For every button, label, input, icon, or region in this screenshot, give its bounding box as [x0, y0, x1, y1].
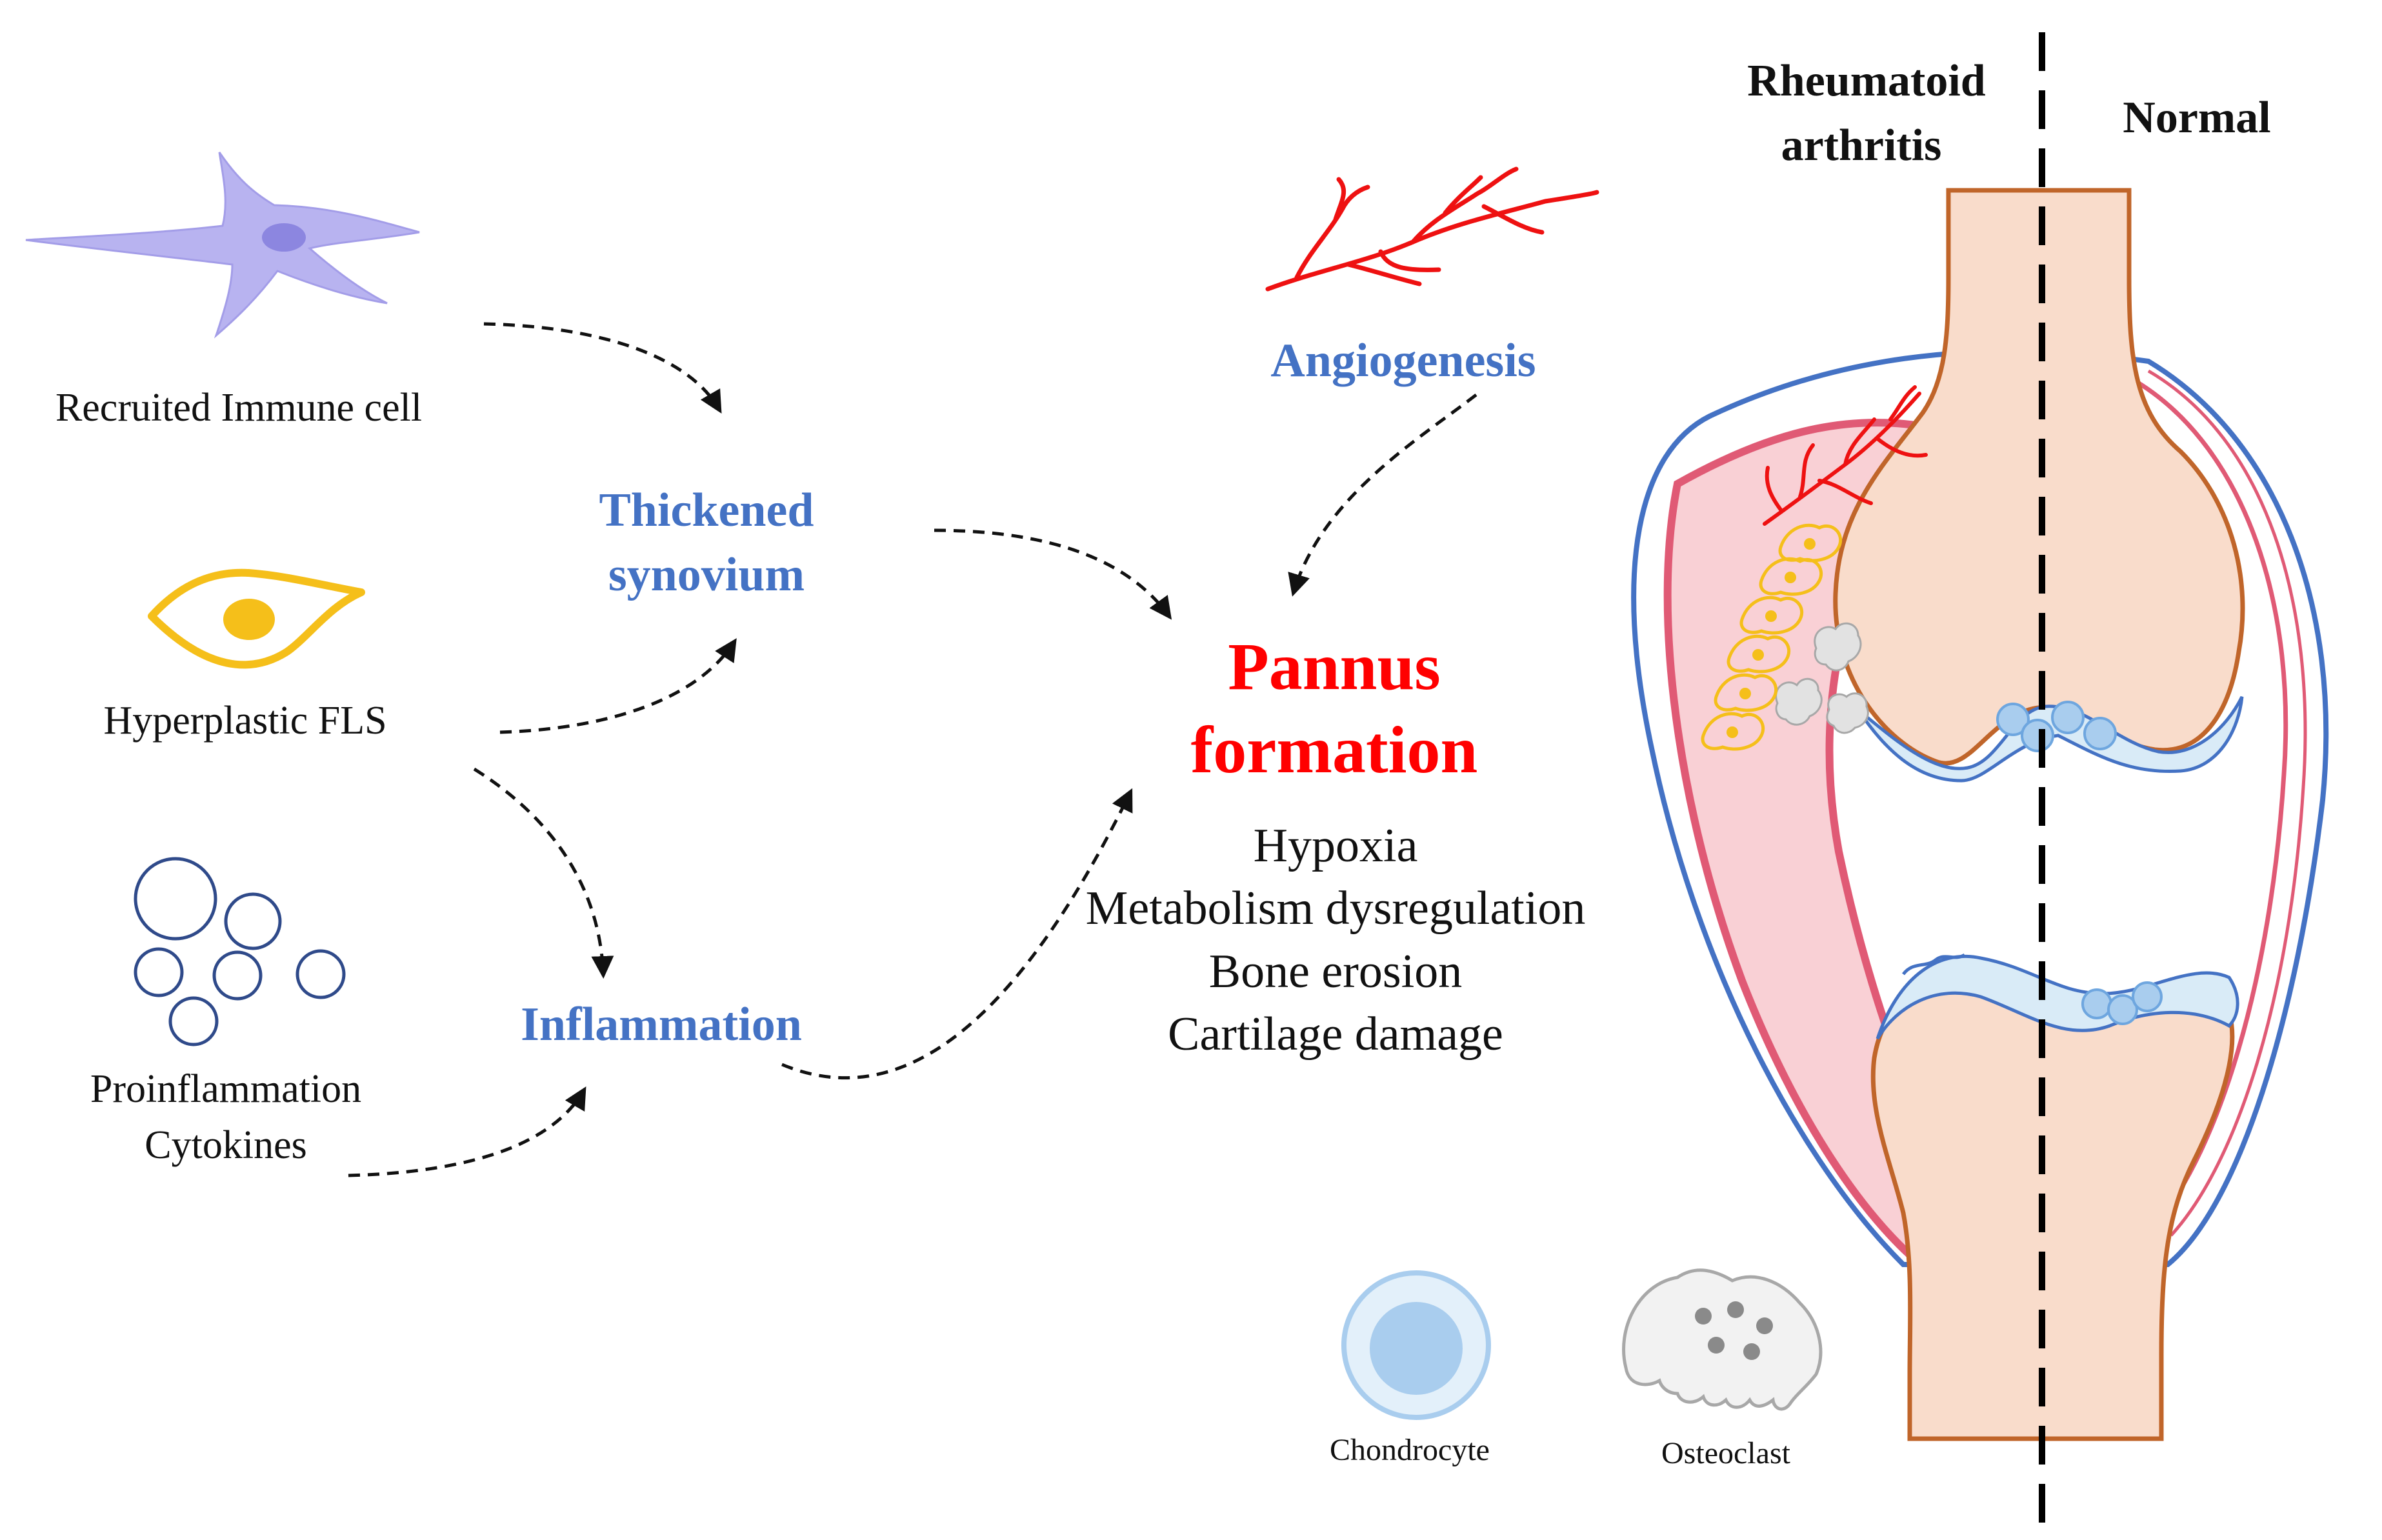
- osteoclast-legend-label: Osteoclast: [1661, 1436, 1791, 1470]
- effect-metabolism: Metabolism dysregulation: [1086, 882, 1586, 935]
- arrow-fls-to-synovium: [499, 638, 737, 734]
- fls-label: Hyperplastic FLS: [103, 699, 386, 743]
- effect-bone-erosion: Bone erosion: [1209, 945, 1463, 998]
- lower-cartilage: [1876, 954, 2239, 1040]
- inflammation-label: Inflammation: [521, 998, 802, 1051]
- immune-cell-icon: [25, 152, 420, 339]
- angiogenesis-vessels-icon: [1265, 166, 1599, 292]
- chondrocyte-legend-icon: [1341, 1270, 1491, 1420]
- upper-cartilage: [1856, 695, 2244, 783]
- ra-header-line2: arthritis: [1781, 121, 1942, 170]
- lower-bone: [1870, 972, 2235, 1441]
- cytokines-label-line2: Cytokines: [145, 1123, 306, 1167]
- joint-illustration: [1631, 32, 2329, 1532]
- arrow-angiogenesis-to-pannus: [1288, 394, 1477, 597]
- effect-hypoxia: Hypoxia: [1254, 819, 1418, 872]
- arrow-synovium-to-pannus: [934, 528, 1172, 620]
- effect-cartilage-damage: Cartilage damage: [1168, 1008, 1503, 1061]
- arrow-fls-to-inflammation: [473, 767, 614, 979]
- osteoclast-legend-icon: [1622, 1268, 1823, 1411]
- arrow-immune-to-synovium: [483, 322, 722, 414]
- arrow-inflammation-to-pannus: [781, 788, 1133, 1080]
- arrow-cytokines-to-inflammation: [348, 1086, 586, 1177]
- immune-cell-label: Recruited Immune cell: [55, 386, 422, 430]
- pannus-title-line1: Pannus: [1228, 630, 1441, 704]
- fls-cell-icon: [148, 568, 365, 669]
- thickened-synovium-line2: synovium: [608, 548, 805, 601]
- thickened-synovium-line1: Thickened: [599, 484, 814, 537]
- angiogenesis-label: Angiogenesis: [1270, 334, 1536, 387]
- cytokines-icon: [134, 857, 346, 1046]
- pannus-title-line2: formation: [1191, 713, 1478, 787]
- cytokines-label-line1: Proinflammation: [90, 1067, 361, 1111]
- normal-header: Normal: [2123, 93, 2270, 143]
- ra-header-line1: Rheumatoid: [1747, 56, 1986, 106]
- chondrocyte-legend-label: Chondrocyte: [1330, 1433, 1490, 1467]
